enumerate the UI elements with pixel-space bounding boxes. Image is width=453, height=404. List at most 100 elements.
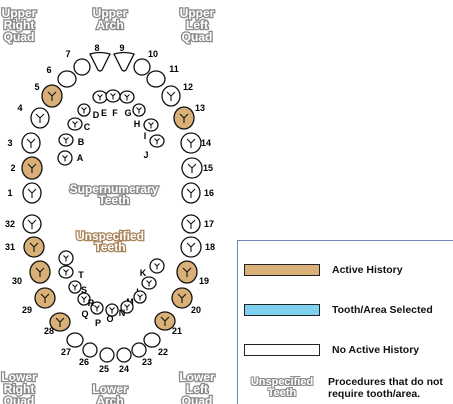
tooth-f[interactable]: F bbox=[105, 89, 121, 118]
tooth-32[interactable]: 32 bbox=[5, 214, 42, 234]
tooth-fissure bbox=[186, 219, 196, 229]
legend-label: No Active History bbox=[332, 344, 420, 356]
tooth-h[interactable]: H bbox=[132, 103, 146, 129]
unspecified-teeth-button[interactable]: Unspecified Teeth bbox=[75, 228, 146, 256]
tooth-q[interactable]: Q bbox=[77, 292, 91, 319]
tooth-outline bbox=[82, 342, 98, 358]
supernumerary-teeth-button[interactable]: Supernumerary Teeth bbox=[68, 181, 160, 209]
tooth-number: G bbox=[124, 108, 131, 118]
tooth-number: 8 bbox=[94, 43, 99, 53]
tooth-4[interactable]: 4 bbox=[17, 103, 50, 129]
tooth-p[interactable]: P bbox=[90, 301, 104, 328]
tooth-number: T bbox=[78, 270, 84, 280]
tooth-10[interactable]: 10 bbox=[133, 49, 158, 76]
tooth-11[interactable]: 11 bbox=[146, 64, 179, 88]
tooth-number: F bbox=[112, 108, 118, 118]
tooth-28[interactable]: 28 bbox=[44, 312, 71, 336]
tooth-fissure bbox=[166, 91, 176, 101]
tooth-g[interactable]: G bbox=[119, 90, 135, 118]
upper-right-quad-button[interactable]: Upper Right Quad bbox=[0, 5, 38, 46]
tooth-c[interactable]: C bbox=[67, 117, 91, 132]
tooth-fissure bbox=[109, 307, 115, 314]
no-history-swatch bbox=[244, 344, 320, 356]
tooth-t[interactable]: T bbox=[58, 250, 84, 280]
upper-arch-button[interactable]: Upper Arch bbox=[91, 5, 129, 34]
tooth-number: H bbox=[134, 119, 141, 129]
tooth-19[interactable]: 19 bbox=[176, 260, 209, 286]
tooth-fissure bbox=[177, 293, 187, 303]
tooth-number: 12 bbox=[183, 82, 193, 92]
tooth-31[interactable]: 31 bbox=[5, 236, 45, 258]
tooth-number: 11 bbox=[169, 64, 179, 74]
tooth-fissure bbox=[63, 137, 69, 144]
tooth-n[interactable]: N bbox=[119, 300, 134, 318]
tooth-outline bbox=[89, 51, 111, 72]
tooth-s[interactable]: S bbox=[58, 265, 87, 295]
tooth-r[interactable]: R bbox=[68, 280, 95, 308]
quad-label-line: Upper bbox=[180, 6, 215, 20]
tooth-chart: Upper Right Quad Upper Arch Upper Left Q… bbox=[0, 5, 216, 404]
tooth-8[interactable]: 8 bbox=[89, 43, 111, 72]
tooth-fissure bbox=[27, 163, 37, 173]
tooth-2[interactable]: 2 bbox=[10, 156, 43, 180]
lower-arch-button[interactable]: Lower Arch bbox=[91, 381, 129, 404]
tooth-9[interactable]: 9 bbox=[113, 43, 135, 72]
upper-left-quad-button[interactable]: Upper Left Quad bbox=[178, 5, 216, 46]
tooth-20[interactable]: 20 bbox=[171, 287, 201, 315]
quad-label-line: Left bbox=[186, 382, 208, 396]
tooth-fissure bbox=[136, 107, 142, 114]
lower-right-quad-button[interactable]: Lower Right Quad bbox=[0, 369, 38, 404]
tooth-number: 10 bbox=[148, 49, 158, 59]
tooth-number: 23 bbox=[142, 357, 152, 367]
tooth-fissure bbox=[35, 113, 45, 123]
tooth-18[interactable]: 18 bbox=[180, 236, 215, 258]
tooth-27[interactable]: 27 bbox=[61, 332, 84, 357]
tooth-16[interactable]: 16 bbox=[181, 182, 214, 204]
tooth-a[interactable]: A bbox=[57, 150, 84, 166]
tooth-number: 19 bbox=[199, 276, 209, 286]
tooth-29[interactable]: 29 bbox=[22, 287, 56, 315]
tooth-12[interactable]: 12 bbox=[161, 82, 193, 107]
tooth-22[interactable]: 22 bbox=[143, 332, 168, 357]
tooth-30[interactable]: 30 bbox=[12, 260, 51, 286]
tooth-number: O bbox=[106, 314, 113, 324]
tooth-outline bbox=[57, 70, 77, 88]
tooth-21[interactable]: 21 bbox=[154, 311, 182, 336]
tooth-d[interactable]: D bbox=[77, 103, 100, 120]
tooth-number: 3 bbox=[7, 138, 12, 148]
quad-label-line: Right bbox=[4, 382, 35, 396]
tooth-outline bbox=[99, 347, 115, 363]
tooth-fissure bbox=[124, 94, 130, 101]
tooth-fissure bbox=[72, 121, 78, 128]
tooth-fissure bbox=[154, 263, 160, 270]
tooth-7[interactable]: 7 bbox=[65, 49, 91, 76]
quad-label-line: Quad bbox=[4, 30, 35, 44]
tooth-6[interactable]: 6 bbox=[46, 65, 77, 88]
tooth-number: 22 bbox=[158, 347, 168, 357]
supernumerary-label-line: Supernumerary bbox=[70, 182, 159, 196]
quad-label-line: Quad bbox=[182, 394, 213, 404]
tooth-b[interactable]: B bbox=[58, 133, 85, 147]
tooth-23[interactable]: 23 bbox=[131, 342, 152, 367]
tooth-13[interactable]: 13 bbox=[173, 103, 205, 130]
tooth-o[interactable]: O bbox=[105, 303, 119, 324]
tooth-26[interactable]: 26 bbox=[79, 342, 98, 367]
tooth-14[interactable]: 14 bbox=[180, 132, 211, 154]
description-line: Procedures that do not bbox=[328, 376, 443, 388]
legend-row-no-history: No Active History bbox=[244, 344, 419, 356]
tooth-17[interactable]: 17 bbox=[181, 214, 214, 234]
legend-label: Active History bbox=[332, 264, 403, 276]
tooth-i[interactable]: I bbox=[143, 118, 159, 141]
tooth-k[interactable]: K bbox=[140, 258, 165, 278]
tooth-j[interactable]: J bbox=[143, 134, 165, 160]
tooth-25[interactable]: 25 bbox=[99, 347, 115, 374]
tooth-3[interactable]: 3 bbox=[7, 132, 41, 154]
tooth-fissure bbox=[27, 188, 37, 198]
tooth-number: 26 bbox=[79, 357, 89, 367]
tooth-15[interactable]: 15 bbox=[181, 157, 213, 179]
lower-left-quad-button[interactable]: Lower Left Quad bbox=[178, 369, 216, 404]
tooth-fissure bbox=[146, 280, 152, 287]
tooth-5[interactable]: 5 bbox=[34, 82, 63, 108]
tooth-24[interactable]: 24 bbox=[116, 347, 132, 374]
tooth-1[interactable]: 1 bbox=[7, 182, 42, 204]
